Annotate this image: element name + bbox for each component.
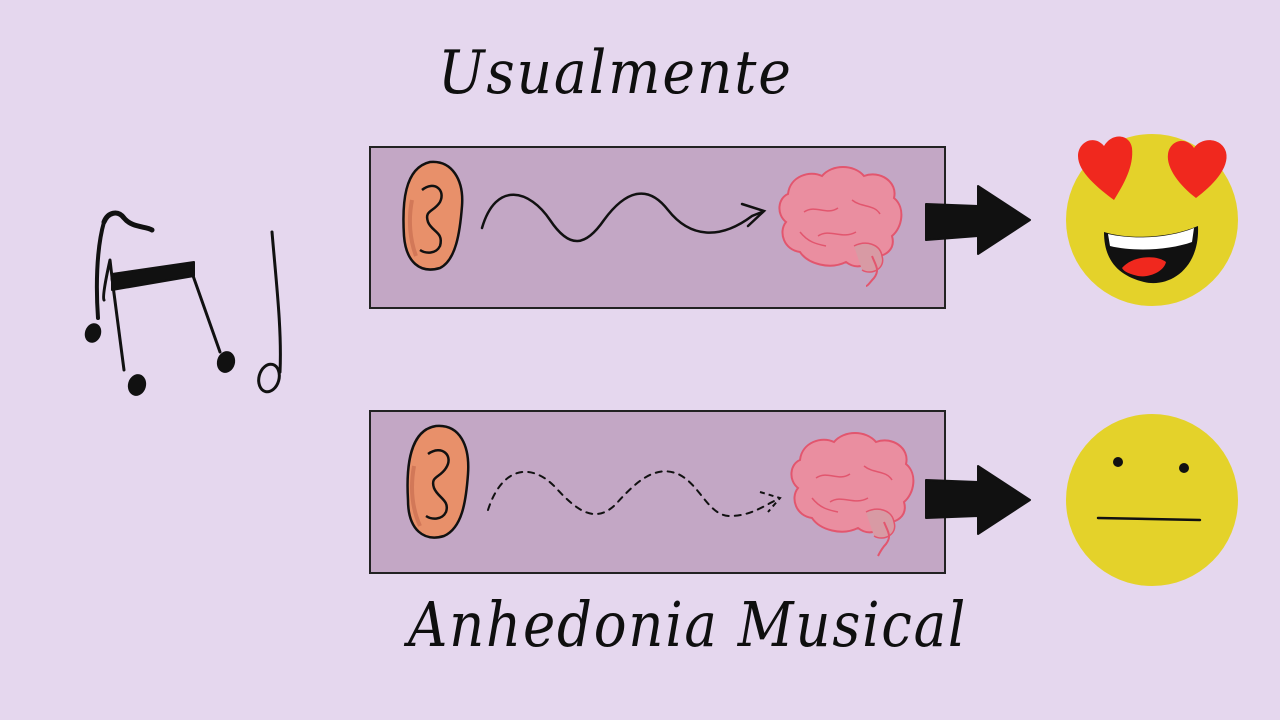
heart-eyes-emoji-icon bbox=[1066, 134, 1238, 306]
label-anhedonia: Anhedonia Musical bbox=[408, 588, 968, 661]
ear-icon bbox=[402, 160, 464, 271]
arrow-right-icon bbox=[925, 465, 1031, 535]
signal-wave-solid bbox=[480, 192, 767, 243]
ear-icon bbox=[406, 424, 470, 539]
neutral-face-emoji-icon bbox=[1066, 414, 1238, 586]
wave-arrowhead bbox=[759, 491, 782, 513]
label-usual: Usualmente bbox=[438, 38, 793, 108]
music-notes-icon bbox=[84, 210, 282, 396]
arrow-right-icon bbox=[925, 185, 1031, 255]
signal-wave-dashed bbox=[487, 470, 777, 518]
brain-icon bbox=[790, 432, 915, 557]
brain-icon bbox=[778, 166, 903, 287]
